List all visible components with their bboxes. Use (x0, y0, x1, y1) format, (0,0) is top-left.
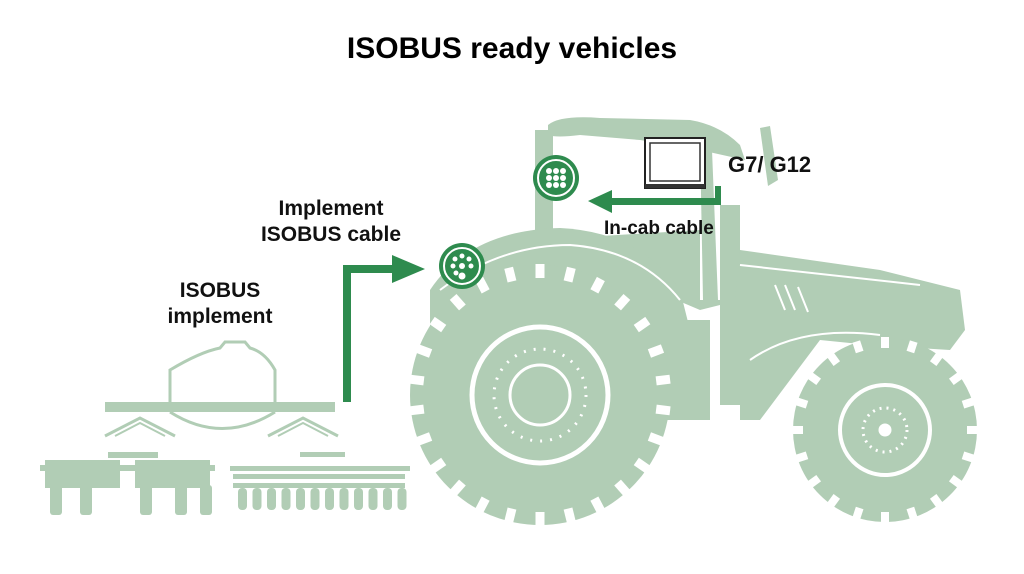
implement-cable-arrow (343, 255, 425, 402)
tyre-lug-notch (852, 340, 864, 354)
isobus-implement-label-line2: implement (167, 305, 273, 328)
tyre-lug-notch (535, 512, 545, 526)
cultivator-tine (325, 488, 334, 510)
cultivator-tine (252, 488, 262, 510)
tyre-lug-notch (929, 493, 943, 508)
tyre-lug-notch (961, 451, 975, 463)
tyre-lug-notch (807, 372, 822, 386)
tyre-lug-notch (590, 496, 605, 514)
tyre-lug-notch (906, 340, 918, 354)
tyre-lug-notch (415, 432, 433, 446)
planter-row-unit (140, 485, 152, 515)
cultivator-tine (281, 488, 291, 510)
sprayer-implement (104, 340, 339, 438)
tyre-lug-notch (795, 397, 809, 409)
tyre-lug-notch (655, 374, 671, 386)
tyre-lug-notch (881, 512, 889, 523)
tyre-lug-notch (967, 426, 978, 434)
implement-cable-label: Implement ISOBUS cable (236, 196, 426, 248)
terminal-display-icon (644, 137, 706, 189)
display-label: G7/ G12 (728, 152, 812, 177)
tyre-lug-notch (614, 293, 631, 311)
cultivator-tine (238, 488, 247, 510)
tyre-lug-notch (807, 474, 822, 488)
tyre-lug-notch (590, 276, 605, 294)
planter-row-unit (175, 485, 187, 515)
tyre-lug-notch (792, 426, 803, 434)
tyre-lug-notch (948, 474, 963, 488)
cultivator-tine (310, 488, 320, 510)
tyre-lug-notch (881, 337, 889, 348)
cultivator-implement (230, 452, 410, 510)
planter-row-unit (80, 485, 92, 515)
cab-connector-icon (533, 155, 579, 201)
tyre-lug-notch (429, 457, 447, 474)
planter-implement (40, 452, 215, 515)
rear-wheel-rim (469, 324, 611, 466)
tyre-lug-notch (852, 506, 864, 520)
tyre-lug-notch (795, 451, 809, 463)
tyre-lug-notch (827, 493, 841, 508)
tyre-lug-notch (429, 316, 447, 333)
tyre-lug-notch (449, 293, 466, 311)
cultivator-tine (267, 488, 276, 510)
tyre-lug-notch (948, 372, 963, 386)
tyre-lug-notch (929, 352, 943, 367)
implement-connector-icon (439, 243, 485, 289)
tyre-treads (409, 264, 978, 526)
cultivator-tine (383, 488, 392, 510)
tyre-lug-notch (475, 496, 490, 514)
planter-row-unit (200, 485, 212, 515)
planter-row-unit (50, 485, 62, 515)
tyre-lug-notch (563, 507, 576, 524)
page-title: ISOBUS ready vehicles (346, 32, 678, 65)
tyre-lug-notch (449, 479, 466, 497)
tyre-lug-notch (415, 344, 433, 358)
cultivator-tine (339, 488, 349, 510)
tyre-lug-notch (655, 404, 671, 416)
tyre-lug-notch (906, 506, 918, 520)
tyre-lug-notch (409, 404, 425, 416)
isobus-implement-label: ISOBUS implement (140, 278, 300, 330)
tyre-lug-notch (633, 457, 651, 474)
tyre-lug-notch (647, 344, 665, 358)
front-wheel-rim (838, 383, 932, 477)
tractor-silhouette (410, 117, 977, 525)
cultivator-tine (354, 488, 363, 510)
isobus-implement-label-line1: ISOBUS (179, 279, 261, 302)
implement-cable-label-line1: Implement (278, 197, 384, 220)
tyre-lug-notch (647, 432, 665, 446)
tyre-lug-notch (961, 397, 975, 409)
cultivator-tine (368, 488, 378, 510)
implement-cable-label-line2: ISOBUS cable (260, 223, 402, 246)
tyre-lug-notch (827, 352, 841, 367)
tyre-lug-notch (563, 266, 576, 283)
tyre-lug-notch (504, 507, 517, 524)
tyre-lug-notch (535, 264, 545, 278)
in-cab-cable-arrow (588, 186, 721, 213)
tyre-lug-notch (633, 316, 651, 333)
tyre-lug-notch (409, 374, 425, 386)
tyre-lug-notch (614, 479, 631, 497)
tyre-lug-notch (504, 266, 517, 283)
cultivator-tine (296, 488, 305, 510)
cultivator-tine (397, 488, 407, 510)
in-cab-cable-label: In-cab cable (604, 218, 714, 239)
